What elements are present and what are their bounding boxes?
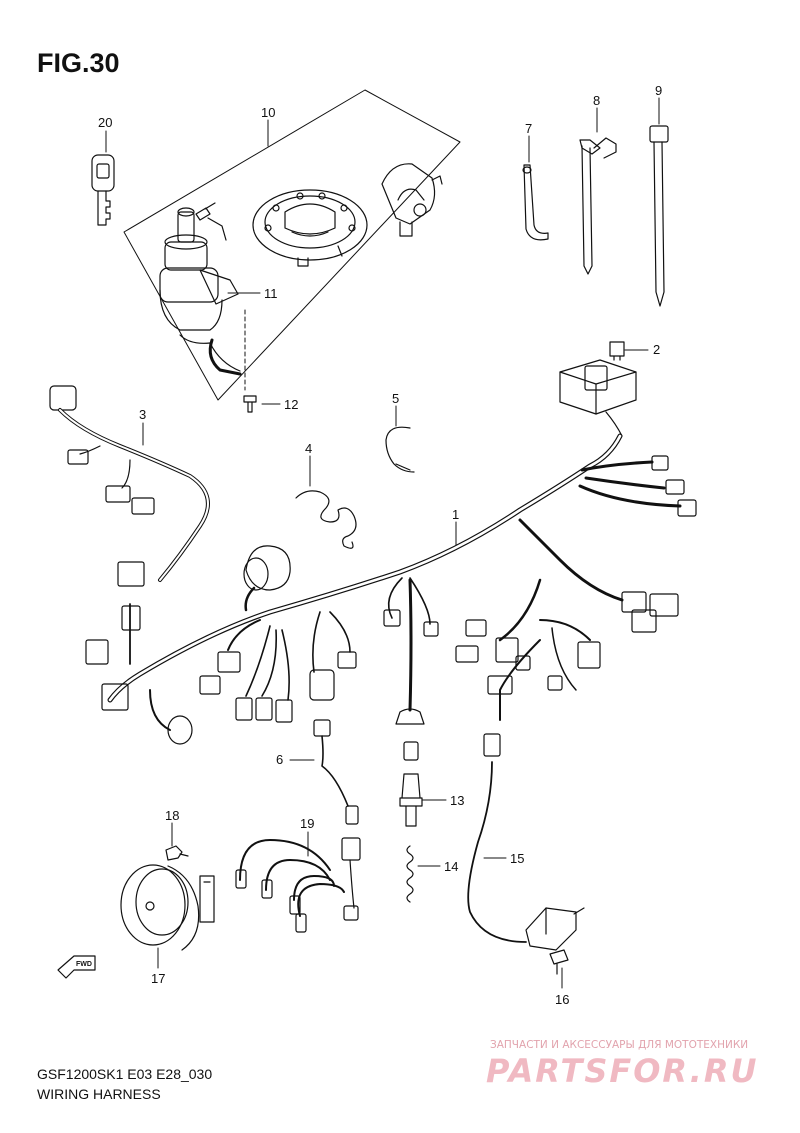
return-spring (406, 845, 414, 903)
horn (120, 864, 215, 951)
callout-9: 9 (655, 83, 662, 98)
callout-10: 10 (261, 105, 275, 120)
callout-5: 5 (392, 391, 399, 406)
ignition-lock-set (123, 89, 461, 401)
clip-5 (385, 426, 415, 473)
section-name: WIRING HARNESS (37, 1086, 161, 1102)
side-stand-switch (467, 761, 585, 975)
horn-bolt (165, 845, 189, 861)
callout-17: 17 (151, 971, 165, 986)
callout-4: 4 (305, 441, 312, 456)
model-code: GSF1200SK1 E03 E28_030 (37, 1066, 213, 1082)
fwd-text: FWD (76, 961, 92, 968)
callout-16: 16 (555, 992, 569, 1007)
plug-leads (235, 837, 361, 933)
callout-6: 6 (276, 752, 283, 767)
screw-12 (243, 395, 257, 413)
callout-19: 19 (300, 816, 314, 831)
fuse-box (559, 341, 637, 437)
callout-11: 11 (264, 286, 278, 301)
clamp-7 (522, 164, 549, 241)
clip-4 (295, 490, 357, 549)
callout-3: 3 (139, 407, 146, 422)
sub-harness (49, 385, 210, 587)
callout-20: 20 (98, 115, 112, 130)
watermark-tagline: ЗАПЧАСТИ И АКСЕССУАРЫ ДЛЯ МОТОТЕХНИКИ (490, 1039, 749, 1051)
clamp-8 (579, 137, 617, 275)
key (91, 154, 115, 226)
callout-18: 18 (165, 808, 179, 823)
callout-13: 13 (450, 793, 464, 808)
cable-tie-9 (649, 125, 669, 307)
lead-wire (313, 719, 359, 825)
leader-lines (105, 97, 660, 989)
watermark-logo: PARTSFOR.RU (486, 1052, 759, 1090)
callout-15: 15 (510, 851, 524, 866)
figure-title: FIG.30 (37, 48, 120, 78)
callout-2: 2 (653, 342, 660, 357)
callout-8: 8 (593, 93, 600, 108)
callout-7: 7 (525, 121, 532, 136)
callout-14: 14 (444, 859, 458, 874)
callout-1: 1 (452, 507, 459, 522)
main-harness (85, 433, 697, 757)
callout-12: 12 (284, 397, 298, 412)
callout-labels: 1 2 3 4 5 6 7 8 9 10 11 12 13 14 15 16 1… (98, 83, 662, 1007)
stop-switch (395, 708, 425, 827)
fwd-arrow: FWD (57, 955, 96, 979)
